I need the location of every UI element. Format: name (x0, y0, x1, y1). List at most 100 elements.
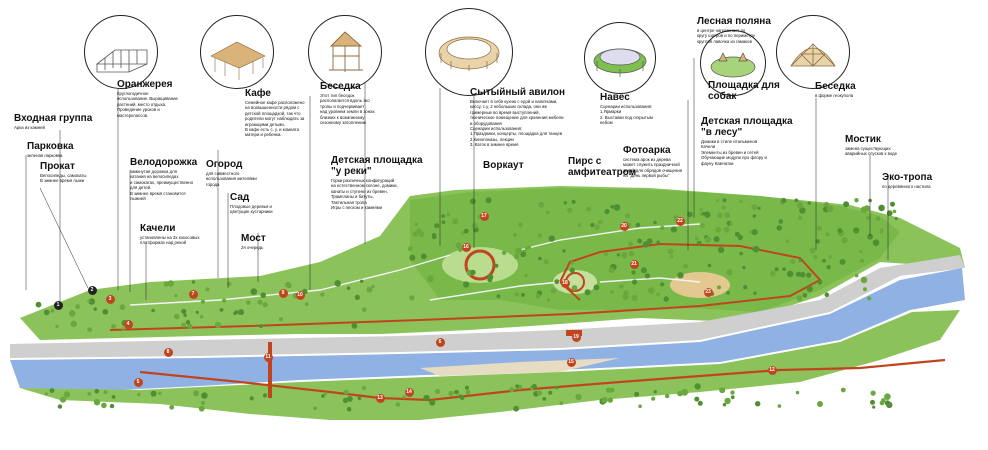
marker-2[interactable]: 2 (87, 285, 97, 295)
marker-16[interactable]: 16 (461, 242, 471, 252)
tree (521, 292, 525, 297)
tree (158, 391, 162, 396)
tree (55, 324, 59, 329)
tree (667, 248, 674, 255)
tree (320, 292, 325, 297)
glade-icon (710, 52, 756, 78)
tree (867, 296, 872, 301)
tree (548, 390, 553, 395)
tree (790, 258, 796, 264)
tree (860, 206, 868, 213)
tree (531, 384, 537, 389)
marker-22[interactable]: 22 (675, 216, 685, 226)
tree (724, 397, 731, 405)
marker-3[interactable]: 3 (105, 294, 115, 304)
marker-17[interactable]: 17 (479, 211, 489, 221)
tree (813, 254, 818, 260)
tree (707, 263, 712, 268)
lower-green-zone (20, 310, 960, 420)
forest-plateau (410, 188, 900, 312)
tree (515, 247, 523, 255)
tree (195, 310, 199, 314)
tree (94, 388, 100, 394)
tree (828, 254, 832, 259)
tree (402, 395, 406, 399)
tree (569, 267, 575, 273)
tree (571, 199, 576, 204)
marker-12[interactable]: 12 (767, 365, 777, 375)
tree (854, 273, 859, 278)
tree (824, 292, 830, 298)
tree (681, 388, 689, 396)
tree (631, 294, 638, 302)
marker-5[interactable]: 5 (133, 377, 143, 387)
pavilion-ring (464, 249, 496, 281)
marker-20[interactable]: 20 (619, 221, 629, 231)
tree (494, 263, 499, 268)
tree (890, 201, 895, 207)
tree (826, 205, 834, 213)
tree (823, 201, 830, 208)
marker-21[interactable]: 21 (629, 259, 639, 269)
tree (717, 246, 725, 254)
marker-9[interactable]: 9 (278, 288, 288, 298)
tree (459, 395, 465, 401)
tree (570, 261, 574, 265)
pavilion-icon (438, 36, 500, 71)
tree (346, 406, 352, 412)
tree (598, 220, 603, 225)
tree (313, 406, 317, 411)
tree (463, 228, 469, 234)
tree (205, 287, 210, 292)
tree (366, 286, 373, 293)
tree (755, 401, 761, 407)
tree (537, 390, 543, 396)
tree (628, 250, 635, 257)
tree (457, 247, 463, 253)
marker-6[interactable]: 6 (435, 337, 445, 347)
tree (816, 225, 822, 231)
tree (669, 254, 674, 259)
tree (660, 282, 665, 287)
tree (441, 214, 445, 218)
label-workout: Воркаут (483, 160, 524, 171)
tree (665, 393, 670, 399)
tree (721, 205, 726, 210)
tree (150, 390, 157, 397)
marker-1[interactable]: 1 (53, 300, 63, 310)
tree (610, 204, 614, 209)
river (10, 268, 965, 390)
tree (577, 223, 582, 228)
tree (193, 390, 200, 397)
tree (586, 206, 592, 212)
marker-8[interactable]: 8 (163, 347, 173, 357)
marker-18[interactable]: 18 (560, 278, 570, 288)
marker-10[interactable]: 10 (295, 290, 305, 300)
tree (187, 323, 193, 329)
greenhouse-thumbnail (84, 15, 158, 89)
tree (651, 396, 656, 401)
tree (884, 393, 891, 401)
marker-14[interactable]: 14 (404, 387, 414, 397)
marker-23[interactable]: 23 (703, 287, 713, 297)
marker-13[interactable]: 13 (375, 393, 385, 403)
tree (794, 198, 799, 203)
tree (575, 393, 582, 401)
marker-19[interactable]: 19 (571, 332, 581, 342)
marker-15[interactable]: 15 (566, 357, 576, 367)
tree (151, 308, 155, 313)
canopy-icon (593, 48, 647, 77)
tree (683, 263, 689, 269)
tree (825, 232, 830, 237)
marker-11[interactable]: 11 (263, 352, 273, 362)
marker-4[interactable]: 4 (123, 319, 133, 329)
marker-7[interactable]: 7 (188, 289, 198, 299)
tree (518, 222, 523, 227)
